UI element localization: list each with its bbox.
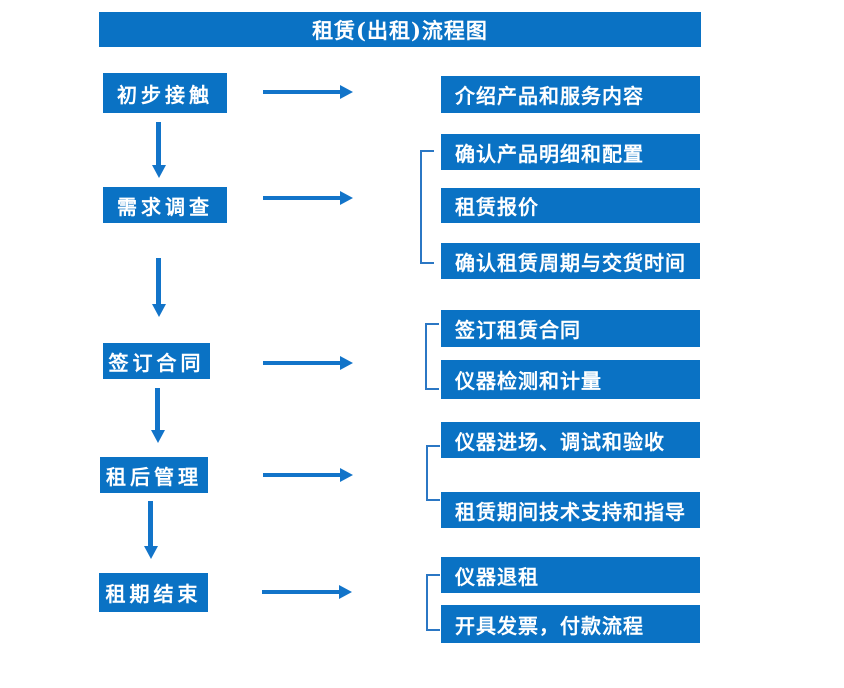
detail-box-instrument-setup: 仪器进场、调试和验收 bbox=[441, 422, 700, 458]
step-box-initial-contact: 初步接触 bbox=[103, 73, 227, 113]
arrow-right-icon-2 bbox=[263, 196, 340, 200]
detail-box-instrument-inspection: 仪器检测和计量 bbox=[441, 360, 700, 399]
step-box-demand-survey: 需求调查 bbox=[103, 187, 227, 223]
step-box-sign-contract: 签订合同 bbox=[103, 343, 210, 379]
group-bracket-rental-period-end bbox=[426, 574, 440, 631]
arrow-right-icon-3 bbox=[263, 361, 340, 365]
arrow-right-icon-1 bbox=[263, 90, 340, 94]
step-box-post-rental-management: 租后管理 bbox=[100, 457, 208, 493]
detail-box-introduce-products: 介绍产品和服务内容 bbox=[441, 76, 700, 113]
detail-box-instrument-return: 仪器退租 bbox=[441, 557, 700, 593]
flowchart-title: 租赁(出租)流程图 bbox=[99, 12, 701, 47]
detail-box-confirm-period-delivery: 确认租赁周期与交货时间 bbox=[441, 243, 700, 279]
group-bracket-demand-survey bbox=[420, 150, 434, 264]
detail-box-technical-support: 租赁期间技术支持和指导 bbox=[441, 492, 700, 528]
detail-box-rental-quotation: 租赁报价 bbox=[441, 188, 700, 223]
arrow-right-icon-5 bbox=[262, 590, 339, 594]
arrow-down-icon-3 bbox=[155, 388, 160, 430]
detail-box-invoice-payment: 开具发票，付款流程 bbox=[441, 605, 700, 643]
arrow-down-icon-4 bbox=[148, 501, 153, 546]
detail-box-sign-rental-contract: 签订租赁合同 bbox=[441, 310, 700, 347]
detail-box-confirm-product-config: 确认产品明细和配置 bbox=[441, 134, 700, 170]
group-bracket-sign-contract bbox=[425, 323, 439, 390]
arrow-down-icon-2 bbox=[156, 258, 161, 304]
arrow-down-icon-1 bbox=[156, 122, 161, 165]
group-bracket-post-rental-management bbox=[426, 445, 440, 501]
step-box-rental-period-end: 租期结束 bbox=[99, 573, 208, 612]
arrow-right-icon-4 bbox=[263, 473, 340, 477]
